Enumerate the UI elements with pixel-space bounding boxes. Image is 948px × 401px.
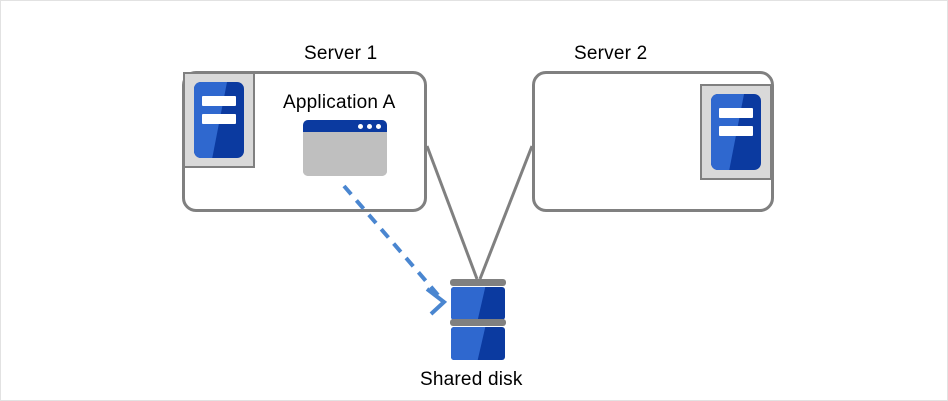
disk-platter bbox=[451, 327, 505, 360]
arrowhead-icon bbox=[425, 287, 448, 316]
shared-disk-label: Shared disk bbox=[420, 369, 523, 390]
server-tile-bar-bottom bbox=[202, 113, 236, 124]
server1-label: Server 1 bbox=[304, 43, 378, 64]
application-window-icon bbox=[303, 120, 387, 176]
server-tile-bar-top bbox=[202, 96, 236, 107]
disk-platter-sheen bbox=[451, 327, 486, 360]
server-tile bbox=[711, 94, 761, 170]
server2-label: Server 2 bbox=[574, 43, 648, 64]
server-tile-bar-top bbox=[719, 108, 753, 119]
server-tile bbox=[194, 82, 244, 158]
server2-server-icon bbox=[700, 84, 772, 180]
server2-to-shared-disk-line bbox=[478, 145, 534, 280]
window-body bbox=[303, 132, 387, 176]
shared-disk-icon bbox=[450, 279, 506, 363]
window-dot-icon bbox=[367, 123, 372, 129]
server1-server-icon bbox=[183, 72, 255, 168]
disk-platter bbox=[451, 287, 505, 320]
window-titlebar bbox=[303, 120, 387, 132]
disk-separator-bar bbox=[450, 279, 506, 286]
window-dot-icon bbox=[358, 123, 363, 129]
window-dot-icon bbox=[376, 123, 381, 129]
disk-platter-sheen bbox=[451, 287, 486, 320]
server2-container bbox=[532, 71, 774, 212]
disk-separator-bar bbox=[450, 319, 506, 326]
server-tile-bar-bottom bbox=[719, 125, 753, 136]
server1-to-shared-disk-line bbox=[425, 145, 479, 280]
application-a-label: Application A bbox=[283, 92, 396, 113]
